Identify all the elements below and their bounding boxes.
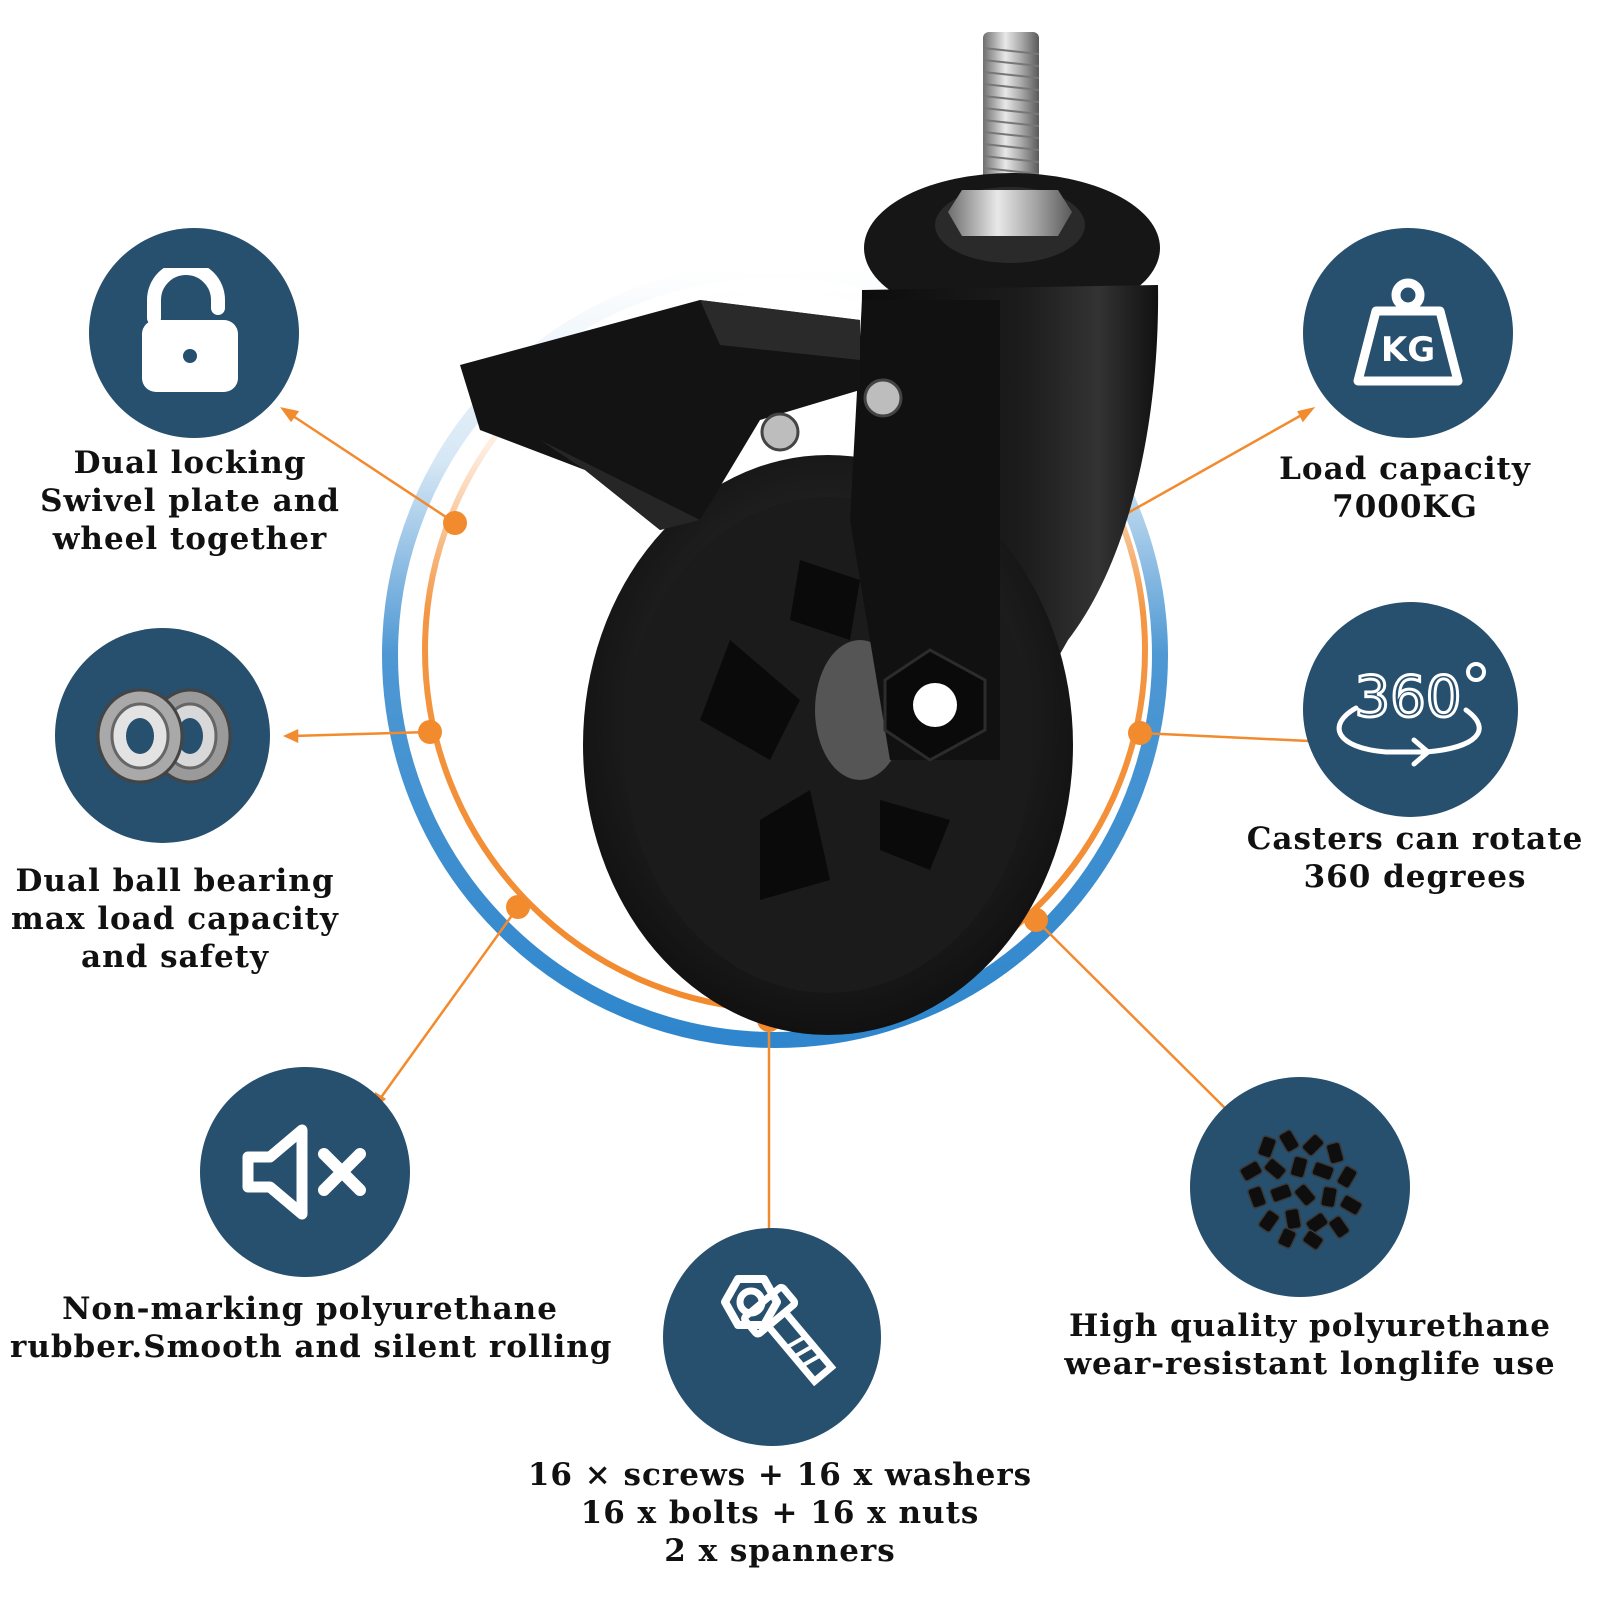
bearing-feature-line-3: and safety [80, 939, 270, 975]
lock-feature-line-1: Dual locking [73, 445, 307, 481]
material-feature-line-1: High quality polyurethane [1069, 1308, 1551, 1344]
hardware-feature-line-1: 16 × screws + 16 x washers [527, 1457, 1033, 1493]
lock-feature-text: Dual locking Swivel plate and wheel toge… [20, 444, 360, 558]
load-feature-line-2: 7000KG [1332, 489, 1478, 525]
unlock-padlock-icon [142, 268, 238, 392]
rotate-feature-line-1: Casters can rotate [1246, 821, 1584, 857]
rotate-feature-text: Casters can rotate 360 degrees [1240, 820, 1590, 896]
material-feature-text: High quality polyurethane wear-resistant… [1040, 1307, 1580, 1383]
caster-wheel-image [460, 32, 1160, 1035]
silent-feature-line-2: rubber.Smooth and silent rolling [10, 1329, 613, 1365]
hardware-feature-text: 16 × screws + 16 x washers 16 x bolts + … [500, 1456, 1060, 1570]
nut-bolt-icon [721, 1275, 837, 1387]
lock-feature-line-3: wheel together [52, 521, 328, 557]
material-feature-icon [1190, 1077, 1410, 1297]
silent-feature-icon [200, 1067, 410, 1277]
ball-bearing-icon [96, 688, 231, 783]
load-feature-icon: KG [1303, 228, 1513, 438]
brake-lever [460, 300, 860, 530]
lock-feature-icon [89, 228, 299, 438]
bearing-feature-line-2: max load capacity [11, 901, 339, 937]
bearing-feature-icon [55, 628, 270, 843]
axle-hole [913, 683, 957, 727]
bearing-feature-line-1: Dual ball bearing [15, 863, 335, 899]
rotate-feature-icon: 360 [1303, 602, 1518, 817]
rotate-360-icon: 360 [1336, 661, 1486, 766]
hardware-feature-line-2: 16 x bolts + 16 x nuts [580, 1495, 980, 1531]
rotate-feature-line-2: 360 degrees [1303, 859, 1527, 895]
silent-feature-line-1: Non-marking polyurethane [62, 1291, 558, 1327]
lock-feature-line-2: Swivel plate and [40, 483, 340, 519]
material-feature-line-2: wear-resistant longlife use [1064, 1346, 1556, 1382]
load-feature-line-1: Load capacity [1279, 451, 1531, 487]
polyurethane-pellets-icon [1239, 1129, 1363, 1251]
mute-speaker-icon [242, 1124, 366, 1220]
hardware-feature-icon [663, 1228, 881, 1446]
hex-nut [948, 190, 1072, 236]
kg-weight-label: KG [1381, 330, 1435, 370]
silent-feature-text: Non-marking polyurethane rubber.Smooth a… [10, 1290, 613, 1366]
rotate-360-label: 360 [1354, 665, 1461, 730]
load-feature-text: Load capacity 7000KG [1240, 450, 1570, 526]
blue-ring [382, 262, 1168, 1048]
rivet-right [863, 378, 903, 418]
wheel-spokes [700, 560, 960, 900]
rivet-left [760, 412, 800, 452]
kg-weight-icon: KG [1353, 278, 1463, 386]
stem-threads [982, 47, 1040, 175]
hardware-feature-line-3: 2 x spanners [664, 1533, 896, 1569]
bearing-feature-text: Dual ball bearing max load capacity and … [5, 862, 345, 976]
